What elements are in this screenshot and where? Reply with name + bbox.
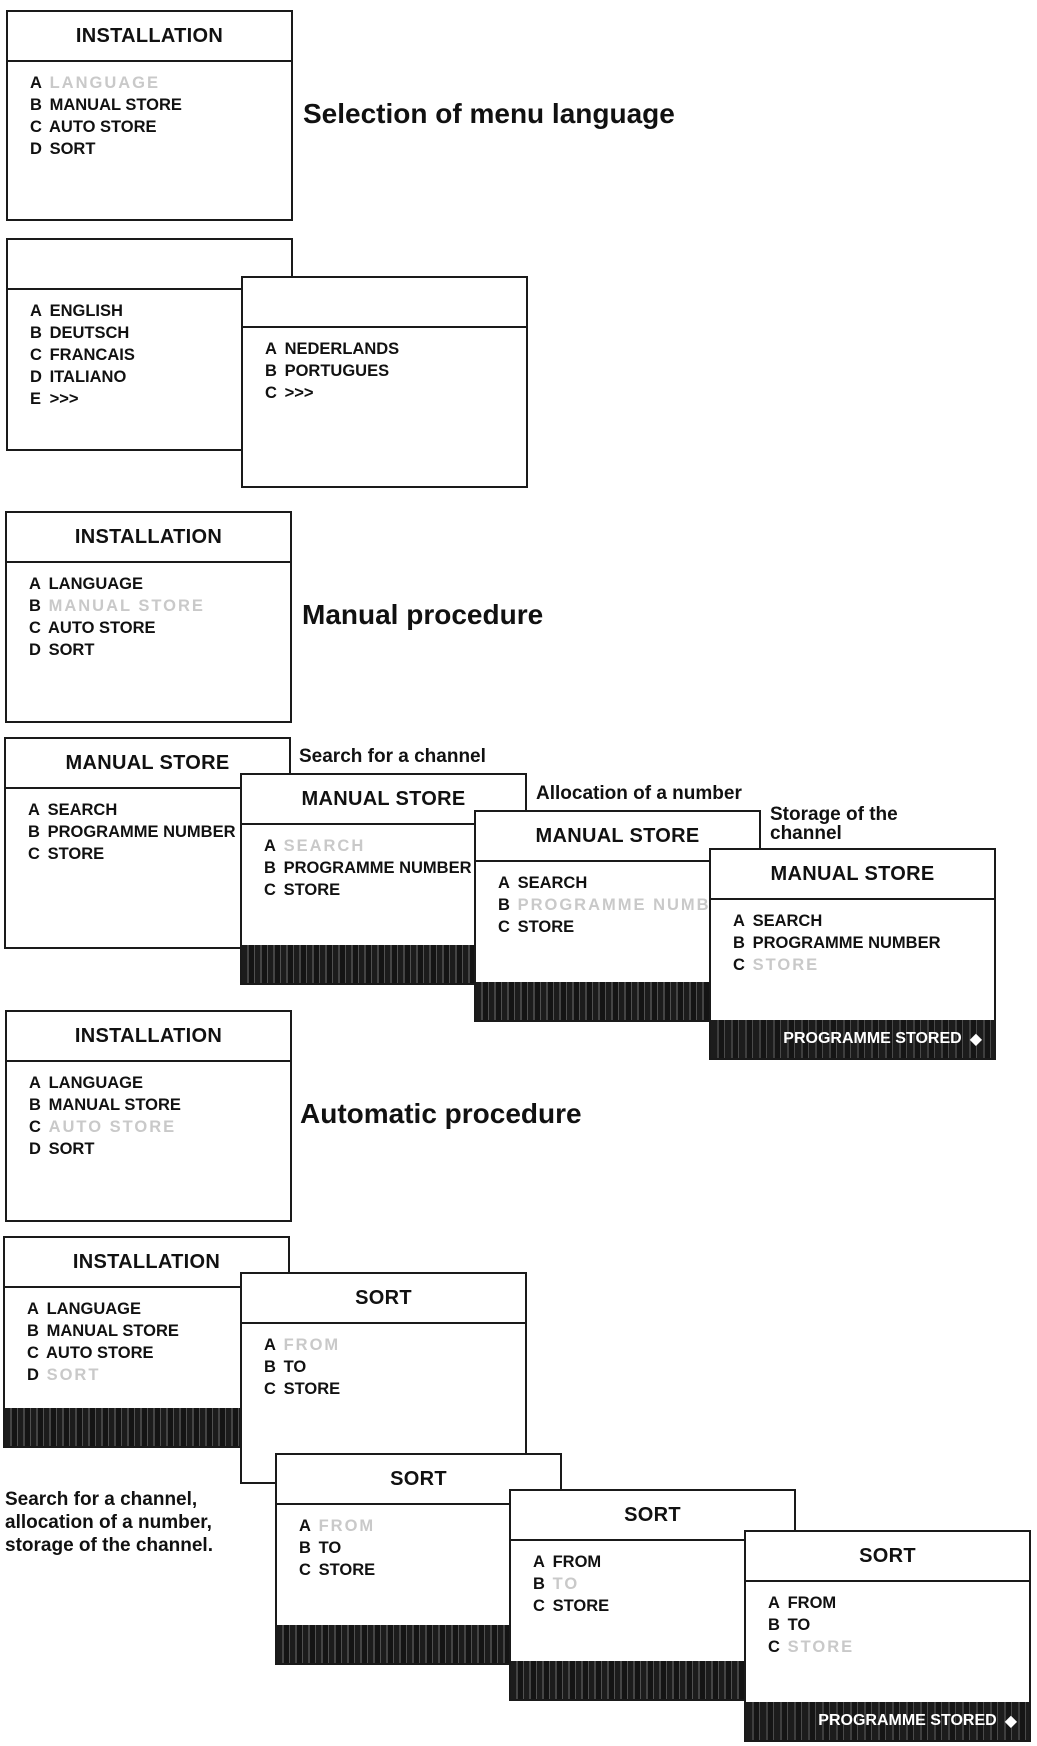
menu-item-auto-store[interactable]: C AUTO STORE: [29, 619, 156, 637]
menu-item-manual-store[interactable]: B MANUAL STORE: [29, 597, 205, 615]
caption-allocation: Allocation of a number: [536, 783, 742, 804]
menu-item-language[interactable]: A LANGUAGE: [29, 575, 144, 593]
menu-item-store[interactable]: C STORE: [28, 845, 105, 863]
menu-item-portugues[interactable]: B PORTUGUES: [265, 362, 390, 380]
heading-language: Selection of menu language: [303, 98, 675, 129]
menu-item-sort[interactable]: D SORT: [30, 140, 96, 158]
status-bar: PROGRAMME STORED ◆: [746, 1702, 1029, 1740]
arrow-icon: ◆: [969, 1031, 982, 1048]
note-text: Search for a channel, allocation of a nu…: [5, 1488, 213, 1557]
caption-storage-line-2: channel: [770, 823, 842, 844]
status-bar: PROGRAMME STORED ◆: [711, 1020, 994, 1058]
installation-menu-language: INSTALLATION A LANGUAGE B MANUAL STORE C…: [6, 10, 293, 221]
menu-item-store[interactable]: C STORE: [733, 956, 820, 974]
sort-menu-step-3: SORT A FROM B TO C STORE: [509, 1489, 796, 1701]
note-line-1: Search for a channel,: [5, 1489, 198, 1510]
arrow-icon: ◆: [1004, 1713, 1017, 1730]
menu-item-programme-number[interactable]: B PROGRAMME NUMBER: [498, 896, 738, 914]
menu-item-auto-store[interactable]: C AUTO STORE: [27, 1344, 154, 1362]
menu-item-store[interactable]: C STORE: [264, 1380, 341, 1398]
note-line-3: storage of the channel.: [5, 1535, 213, 1556]
menu-title: INSTALLATION: [8, 12, 291, 62]
menu-item-language[interactable]: A LANGUAGE: [27, 1300, 142, 1318]
menu-item-more[interactable]: C >>>: [265, 384, 314, 402]
installation-menu-manual: INSTALLATION A LANGUAGE B MANUAL STORE C…: [5, 511, 292, 723]
menu-item-to[interactable]: B TO: [299, 1539, 342, 1557]
menu-item-sort[interactable]: D SORT: [27, 1366, 101, 1384]
menu-item-store[interactable]: C STORE: [768, 1638, 855, 1656]
menu-item-programme-number[interactable]: B PROGRAMME NUMBER: [264, 859, 472, 877]
menu-title: SORT: [746, 1532, 1029, 1582]
menu-item-search[interactable]: A SEARCH: [733, 912, 823, 930]
menu-title: [243, 278, 526, 328]
menu-item-store[interactable]: C STORE: [498, 918, 575, 936]
menu-item-from[interactable]: A FROM: [533, 1553, 602, 1571]
menu-item-italiano[interactable]: D ITALIANO: [30, 368, 127, 386]
menu-title: SORT: [511, 1491, 794, 1541]
menu-title: INSTALLATION: [7, 1012, 290, 1062]
sort-menu-step-4: SORT A FROM B TO C STORE PROGRAMME STORE…: [744, 1530, 1031, 1742]
menu-title: INSTALLATION: [7, 513, 290, 563]
menu-item-search[interactable]: A SEARCH: [264, 837, 366, 855]
menu-item-to[interactable]: B TO: [768, 1616, 811, 1634]
caption-search: Search for a channel: [299, 746, 486, 767]
menu-title: SORT: [242, 1274, 525, 1324]
menu-item-store[interactable]: C STORE: [299, 1561, 376, 1579]
menu-item-programme-number[interactable]: B PROGRAMME NUMBER: [28, 823, 236, 841]
menu-item-francais[interactable]: C FRANCAIS: [30, 346, 135, 364]
status-message: PROGRAMME STORED: [818, 1712, 997, 1729]
menu-title: [8, 240, 291, 290]
menu-item-store[interactable]: C STORE: [533, 1597, 610, 1615]
menu-item-language[interactable]: A LANGUAGE: [30, 74, 161, 92]
menu-item-from[interactable]: A FROM: [264, 1336, 341, 1354]
manual-store-menu-step-4: MANUAL STORE A SEARCH B PROGRAMME NUMBER…: [709, 848, 996, 1060]
menu-item-search[interactable]: A SEARCH: [28, 801, 118, 819]
caption-storage: Storage of the channel: [770, 805, 898, 843]
menu-item-sort[interactable]: D SORT: [29, 1140, 95, 1158]
menu-item-manual-store[interactable]: B MANUAL STORE: [27, 1322, 179, 1340]
menu-item-nederlands[interactable]: A NEDERLANDS: [265, 340, 400, 358]
menu-item-manual-store[interactable]: B MANUAL STORE: [29, 1096, 181, 1114]
menu-item-auto-store[interactable]: C AUTO STORE: [30, 118, 157, 136]
menu-title: MANUAL STORE: [711, 850, 994, 900]
menu-item-from[interactable]: A FROM: [768, 1594, 837, 1612]
language-menu-page-2: A NEDERLANDS B PORTUGUES C >>>: [241, 276, 528, 488]
installation-menu-auto: INSTALLATION A LANGUAGE B MANUAL STORE C…: [5, 1010, 292, 1222]
menu-title: SORT: [277, 1455, 560, 1505]
heading-automatic: Automatic procedure: [300, 1098, 582, 1129]
menu-item-from[interactable]: A FROM: [299, 1517, 376, 1535]
menu-title: MANUAL STORE: [6, 739, 289, 789]
menu-item-english[interactable]: A ENGLISH: [30, 302, 123, 320]
menu-item-to[interactable]: B TO: [533, 1575, 580, 1593]
heading-manual: Manual procedure: [302, 599, 544, 630]
menu-title: INSTALLATION: [5, 1238, 288, 1288]
menu-item-language[interactable]: A LANGUAGE: [29, 1074, 144, 1092]
sort-menu-step-1: SORT A FROM B TO C STORE: [240, 1272, 527, 1484]
menu-item-store[interactable]: C STORE: [264, 881, 341, 899]
menu-item-more[interactable]: E >>>: [30, 390, 79, 408]
menu-item-sort[interactable]: D SORT: [29, 641, 95, 659]
note-line-2: allocation of a number,: [5, 1512, 212, 1533]
caption-storage-line-1: Storage of the: [770, 804, 898, 825]
menu-item-manual-store[interactable]: B MANUAL STORE: [30, 96, 182, 114]
menu-item-to[interactable]: B TO: [264, 1358, 307, 1376]
menu-item-deutsch[interactable]: B DEUTSCH: [30, 324, 130, 342]
menu-title: MANUAL STORE: [476, 812, 759, 862]
menu-item-auto-store[interactable]: C AUTO STORE: [29, 1118, 177, 1136]
menu-title: MANUAL STORE: [242, 775, 525, 825]
menu-item-programme-number[interactable]: B PROGRAMME NUMBER: [733, 934, 941, 952]
status-message: PROGRAMME STORED: [783, 1030, 962, 1047]
menu-item-search[interactable]: A SEARCH: [498, 874, 588, 892]
